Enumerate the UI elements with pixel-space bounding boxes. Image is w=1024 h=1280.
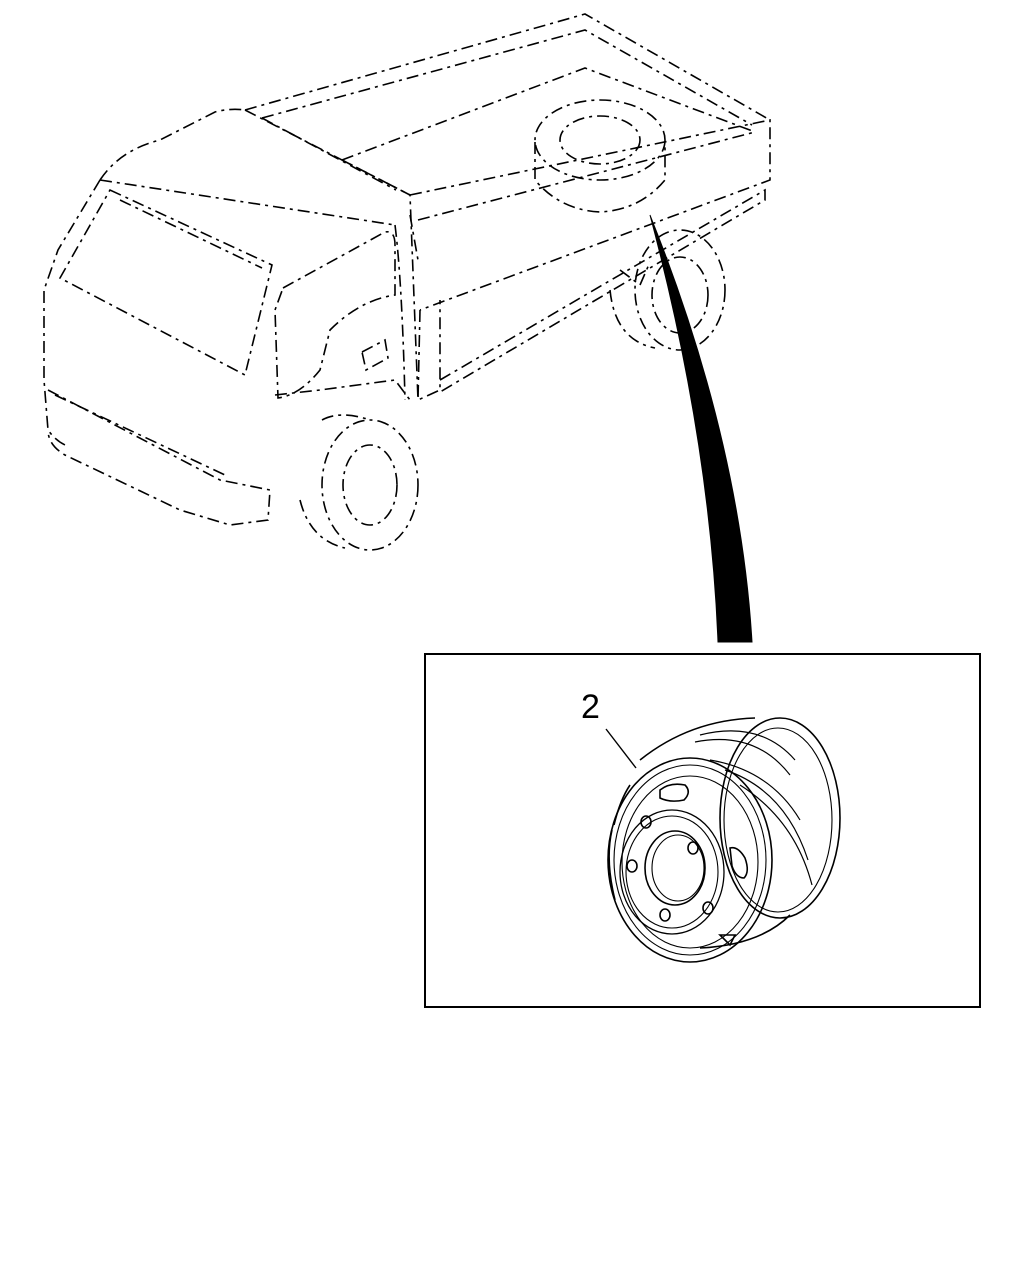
callout-2: 2 [581, 688, 637, 769]
cab [43, 108, 419, 526]
callout-leader-line [605, 728, 637, 769]
cargo-bed [244, 13, 771, 402]
front-wheel [299, 414, 419, 551]
rear-wheel [609, 229, 726, 351]
truck-illustration [43, 13, 771, 551]
leader-arrow [649, 214, 753, 643]
wheel-rim [607, 717, 841, 963]
callout-label: 2 [581, 688, 600, 726]
spare-tire [534, 99, 666, 213]
detail-frame [424, 653, 981, 1008]
